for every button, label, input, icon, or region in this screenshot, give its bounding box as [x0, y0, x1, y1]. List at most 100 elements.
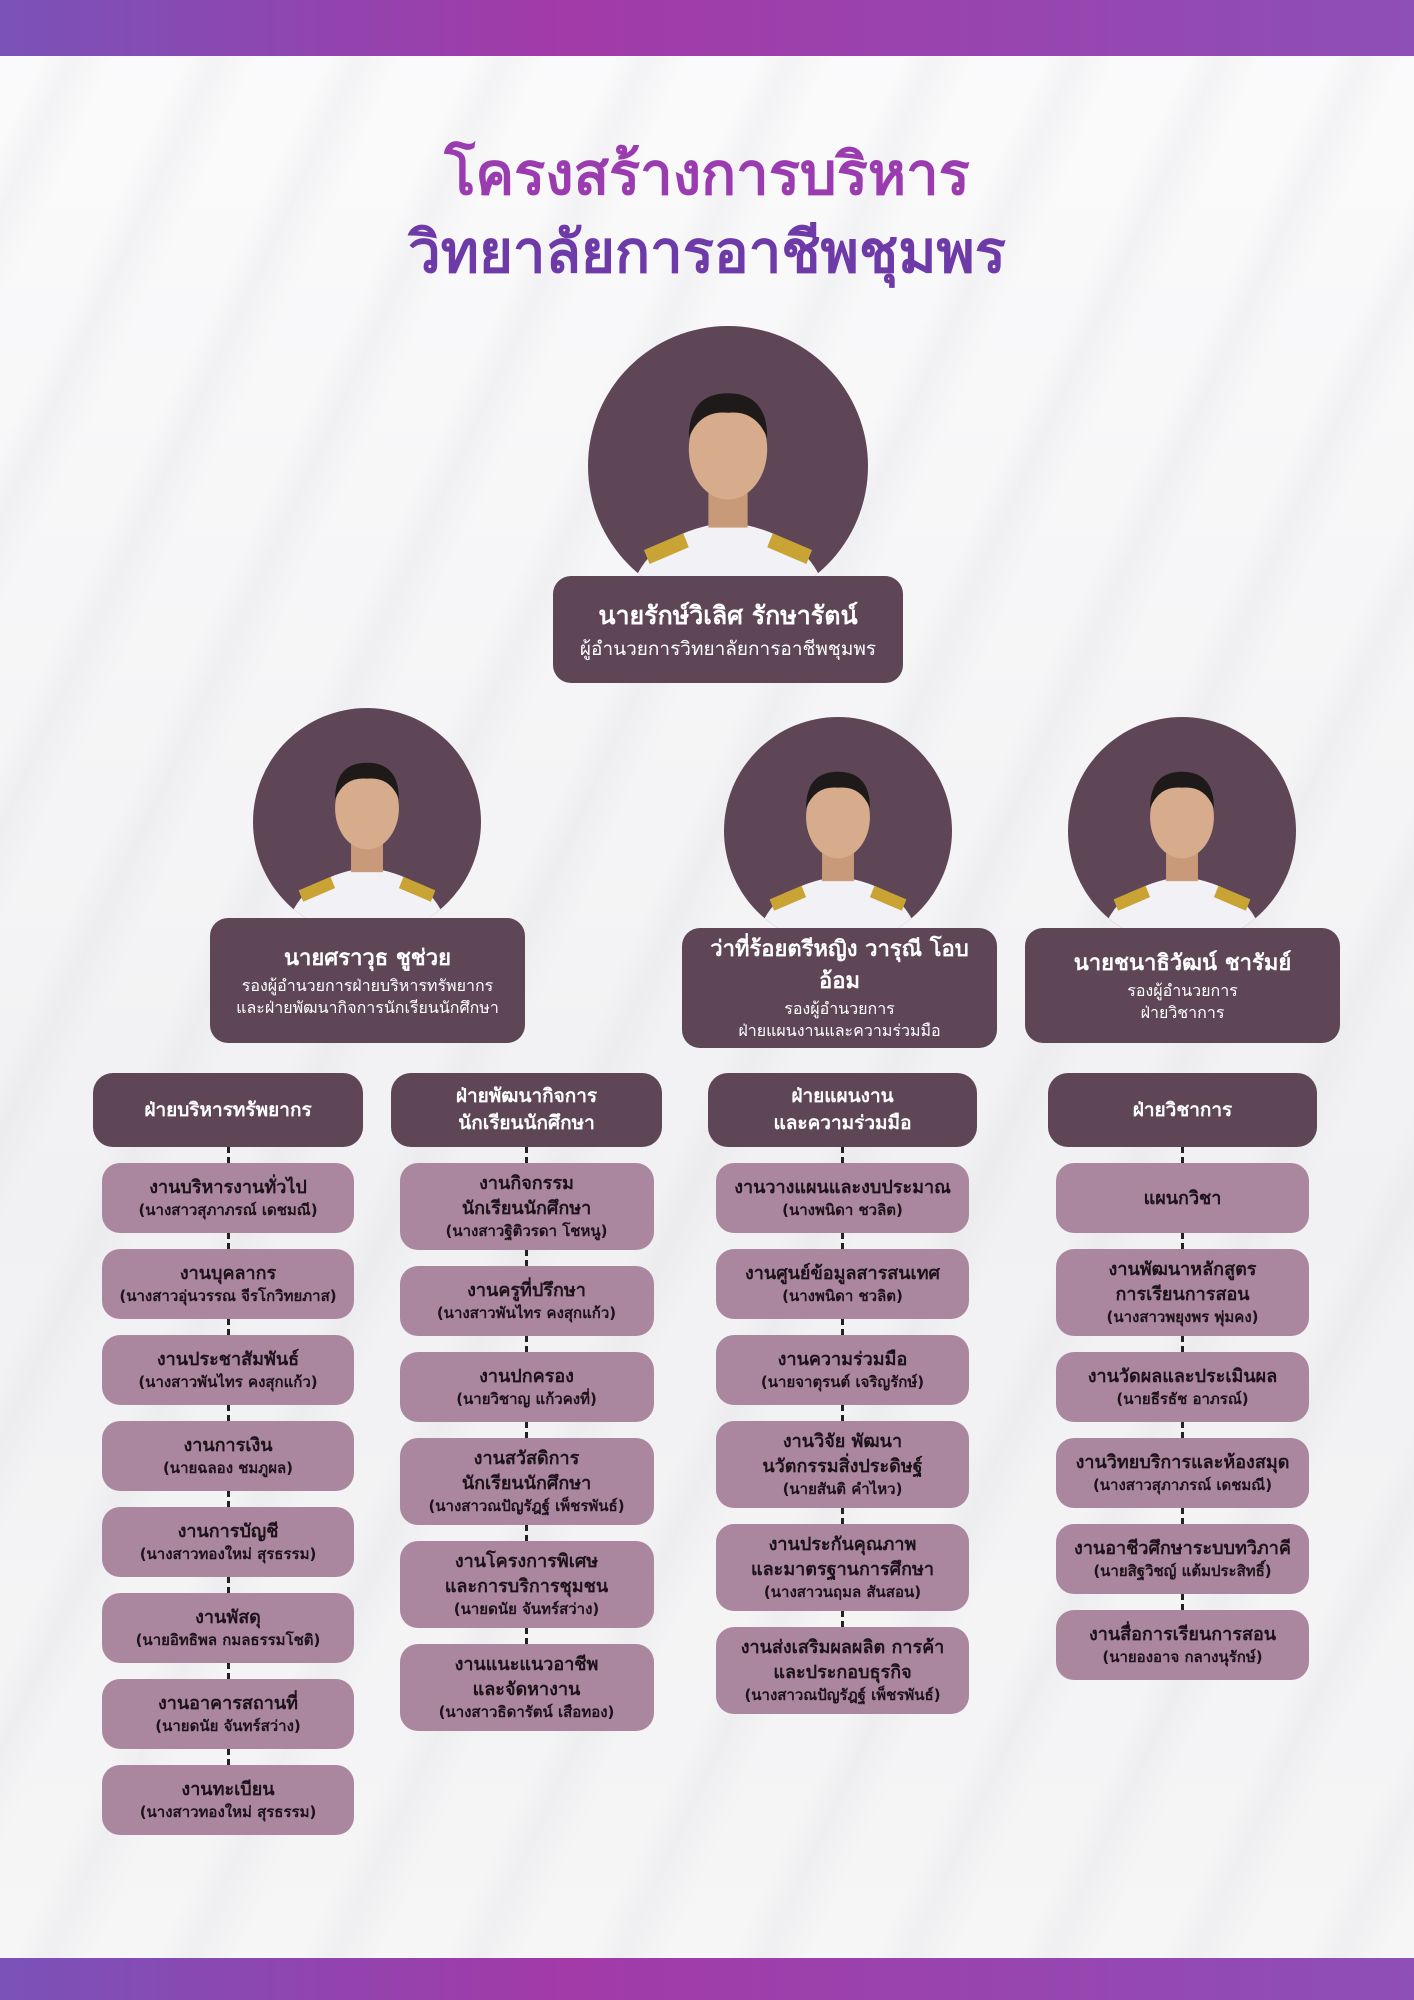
work-unit-title: งานครูที่ปรึกษา [467, 1280, 586, 1301]
work-unit-box: แผนกวิชา [1056, 1163, 1309, 1233]
deputy-role: รองผู้อำนวยการ [784, 999, 895, 1018]
work-unit-person: (นางสาวพันไทร คงสุกแก้ว) [436, 1304, 617, 1322]
work-unit-box: งานส่งเสริมผลผลิต การค้าและประกอบธุรกิจ (… [716, 1627, 969, 1714]
work-unit-title: งานโครงการพิเศษ [454, 1551, 599, 1572]
work-unit-title: และประกอบธุรกิจ [773, 1662, 912, 1683]
work-unit-box: งานวิจัย พัฒนานวัตกรรมสิ่งประดิษฐ์ (นายสั… [716, 1421, 969, 1508]
deputy-photo [253, 708, 481, 936]
dashed-connector-line [525, 1525, 528, 1541]
page-title-line1: โครงสร้างการบริหาร [444, 140, 970, 208]
work-unit-person: (นายธีรธัช อาภรณ์) [1116, 1390, 1249, 1408]
work-unit-box: งานอาคารสถานที่(นายดนัย จันทร์สว่าง) [102, 1679, 354, 1749]
work-unit-person: (นางสาวณปัญรัฎฐ์ เพ็ชรพันธ์) [744, 1686, 941, 1704]
work-unit-person: (นายดนัย จันทร์สว่าง) [155, 1717, 301, 1735]
work-unit-title: งานวัดผลและประเมินผล [1087, 1366, 1278, 1387]
work-unit-person: (นายสิฐวิชญ์ แต้มประสิทธิ์) [1093, 1562, 1272, 1580]
dashed-connector-line [226, 1749, 230, 1765]
dashed-connector-line [841, 1147, 844, 1163]
work-unit-box: งานสวัสดิการนักเรียนนักศึกษา(นางสาวณปัญร… [399, 1438, 654, 1525]
work-unit-box: งานกิจกรรมนักเรียนนักศึกษา(นางสาวฐิติวรด… [399, 1163, 654, 1250]
work-unit-title: นักเรียนนักศึกษา [461, 1473, 592, 1494]
work-unit-box: งานบุคลากร (นางสาวอุ่นวรรณ จีรโกวิทยภาส) [102, 1249, 354, 1319]
page-title-line2: วิทยาลัยการอาชีพชุมพร [408, 218, 1006, 286]
work-unit-title: งานทะเบียน [181, 1779, 275, 1800]
work-unit-person: (นายฉลอง ชมภูผล) [162, 1459, 294, 1477]
work-unit-box: งานศูนย์ข้อมูลสารสนเทศ(นางพนิดา ชวลิต) [716, 1249, 969, 1319]
department-column: ฝ่ายพัฒนากิจการนักเรียนนักศึกษางานกิจกรร… [391, 1073, 662, 1731]
work-unit-title: งานประชาสัมพันธ์ [156, 1349, 300, 1370]
work-unit-title: งานส่งเสริมผลผลิต การค้า [740, 1637, 945, 1658]
deputy-name: นายชนาธิวัฒน์ ชารัมย์ [1073, 950, 1292, 976]
dashed-connector-line [226, 1147, 230, 1163]
person-portrait-icon [257, 712, 477, 936]
work-unit-title: นักเรียนนักศึกษา [461, 1198, 592, 1219]
work-unit-box: งานปกครอง (นายวิชาญ แก้วคงที่) [399, 1352, 654, 1422]
work-unit-person: (นายองอาจ กลางนุรักษ์) [1102, 1648, 1263, 1666]
work-unit-person: (นายวิชาญ แก้วคงที่) [456, 1390, 597, 1408]
department-column: ฝ่ายบริหารทรัพยากรงานบริหารงานทั่วไป(นาง… [93, 1073, 363, 1835]
department-header: ฝ่ายแผนงานและความร่วมมือ [708, 1073, 977, 1147]
work-unit-box: งานโครงการพิเศษและการบริการชุมชน(นายดนัย… [399, 1541, 654, 1628]
bottom-banner-bar [0, 1958, 1414, 2000]
work-unit-box: งานครูที่ปรึกษา (นางสาวพันไทร คงสุกแก้ว) [399, 1266, 654, 1336]
work-unit-title: งานพัฒนาหลักสูตร [1108, 1259, 1257, 1280]
director-name-box: นายรักษ์วิเลิศ รักษารัตน์ ผู้อำนวยการวิท… [553, 576, 903, 683]
work-unit-person: (นางสาวธิดารัตน์ เสือทอง) [438, 1703, 615, 1721]
top-banner-bar [0, 0, 1414, 56]
dashed-connector-line [226, 1405, 230, 1421]
department-header-text: นักเรียนนักศึกษา [458, 1112, 595, 1134]
work-unit-title: งานวิทยบริการและห้องสมุด [1075, 1452, 1290, 1473]
department-header-text: ฝ่ายบริหารทรัพยากร [144, 1098, 312, 1121]
work-unit-title: นวัตกรรมสิ่งประดิษฐ์ [762, 1456, 923, 1477]
work-unit-box: งานประกันคุณภาพและมาตรฐานการศึกษา(นางสาว… [716, 1524, 969, 1611]
work-unit-person: (นางสาวทองใหม่ สุรธรรม) [139, 1803, 317, 1821]
dashed-connector-line [226, 1663, 230, 1679]
work-unit-person: (นางสาวสุภาภรณ์ เดชมณี) [138, 1201, 318, 1219]
deputy-name: ว่าที่ร้อยตรีหญิง วารุณี โอบอ้อม [710, 937, 969, 994]
work-unit-box: งานทะเบียน (นางสาวทองใหม่ สุรธรรม) [102, 1765, 354, 1835]
work-unit-title: งานปกครอง [479, 1366, 574, 1387]
work-unit-person: (นายสันติ คำไหว) [782, 1480, 903, 1498]
work-unit-person: (นางสาวฐิติวรดา โชหนู) [445, 1222, 608, 1240]
department-column: ฝ่ายแผนงานและความร่วมมืองานวางแผนและงบปร… [708, 1073, 977, 1714]
work-unit-box: งานอาชีวศึกษาระบบทวิภาคี (นายสิฐวิชญ์ แต้… [1056, 1524, 1309, 1594]
dashed-connector-line [1181, 1233, 1184, 1249]
work-unit-title: งานแนะแนวอาชีพ [454, 1654, 599, 1675]
work-unit-person: (นางสาวทองใหม่ สุรธรรม) [139, 1545, 317, 1563]
work-unit-title: งานวางแผนและงบประมาณ [734, 1177, 951, 1198]
work-unit-title: งานสื่อการเรียนการสอน [1088, 1624, 1277, 1645]
department-header-text: ฝ่ายพัฒนากิจการ [455, 1085, 598, 1107]
work-unit-box: งานบริหารงานทั่วไป(นางสาวสุภาภรณ์ เดชมณี… [102, 1163, 354, 1233]
work-unit-title: งานอาชีวศึกษาระบบทวิภาคี [1074, 1538, 1291, 1559]
work-unit-box: งานพัฒนาหลักสูตรการเรียนการสอน(นางสาวพยุ… [1056, 1249, 1309, 1336]
dashed-connector-line [226, 1319, 230, 1335]
dashed-connector-line [525, 1250, 528, 1266]
work-unit-title: งานสวัสดิการ [473, 1448, 580, 1469]
work-unit-box: งานแนะแนวอาชีพและจัดหางาน(นางสาวธิดารัตน… [399, 1644, 654, 1731]
dashed-connector-line [525, 1147, 528, 1163]
dashed-connector-line [525, 1336, 528, 1352]
dashed-connector-line [841, 1508, 844, 1524]
dashed-connector-line [226, 1491, 230, 1507]
deputy-photo [724, 717, 952, 945]
department-header: ฝ่ายพัฒนากิจการนักเรียนนักศึกษา [391, 1073, 662, 1147]
department-header: ฝ่ายวิชาการ [1048, 1073, 1317, 1147]
work-unit-person: (นางพนิดา ชวลิต) [782, 1287, 903, 1305]
director-role: ผู้อำนวยการวิทยาลัยการอาชีพชุมพร [579, 637, 877, 660]
deputy-role: รองผู้อำนวยการ [1127, 980, 1238, 1000]
work-unit-title: การเรียนการสอน [1115, 1284, 1250, 1305]
work-unit-box: งานประชาสัมพันธ์(นางสาวพันไทร คงสุกแก้ว) [102, 1335, 354, 1405]
dashed-connector-line [226, 1233, 230, 1249]
deputy-role: ฝ่ายแผนงานและความร่วมมือ [738, 1021, 941, 1040]
work-unit-title: งานพัสดุ [195, 1607, 261, 1628]
work-unit-person: (นายอิทธิพล กมลธรรมโชติ) [135, 1631, 321, 1649]
person-portrait-icon [1072, 721, 1292, 945]
work-unit-box: งานการเงิน(นายฉลอง ชมภูผล) [102, 1421, 354, 1491]
work-unit-title: และมาตรฐานการศึกษา [751, 1559, 934, 1580]
dashed-connector-line [525, 1628, 528, 1644]
deputy-name-box: นายศราวุธ ชูช่วย รองผู้อำนวยการฝ่ายบริหา… [210, 918, 525, 1043]
work-unit-title: งานวิจัย พัฒนา [782, 1431, 903, 1452]
work-unit-person: (นางสาวอุ่นวรรณ จีรโกวิทยภาส) [119, 1287, 337, 1305]
work-unit-title: งานบุคลากร [179, 1263, 277, 1284]
work-unit-person: (นายดนัย จันทร์สว่าง) [453, 1600, 600, 1618]
